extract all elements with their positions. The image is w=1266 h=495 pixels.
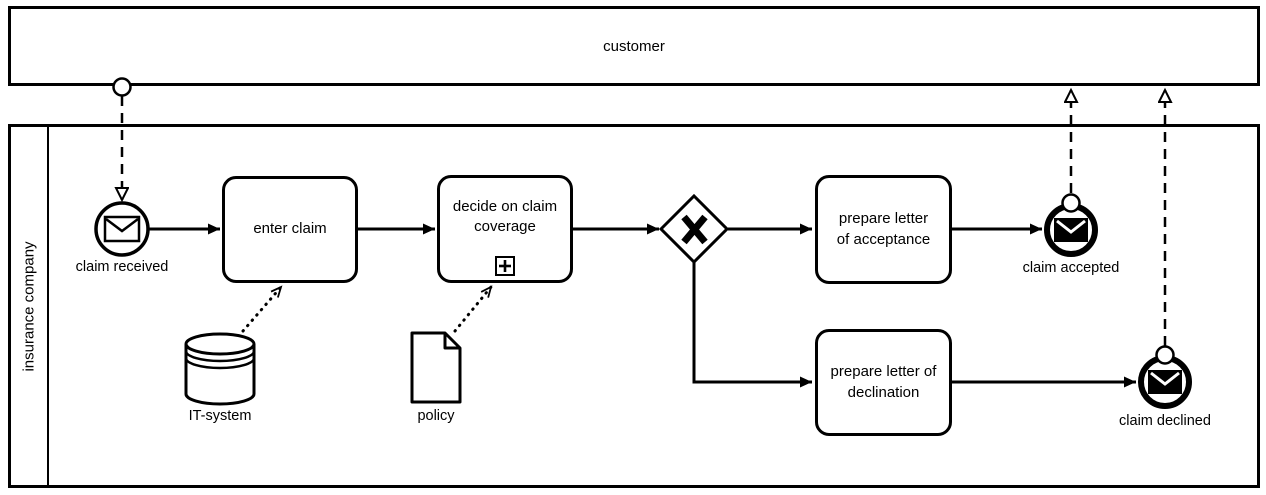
task-label: prepare letter of: [830, 363, 937, 381]
task-label: of acceptance: [836, 230, 931, 248]
task-label: coverage: [474, 218, 536, 235]
label-policy: policy: [417, 408, 455, 424]
task-prepare-letter-of-acceptance[interactable]: prepare letter of acceptance: [815, 175, 952, 284]
task-label: enter claim: [253, 220, 327, 238]
label-claim-declined: claim declined: [1119, 413, 1211, 429]
label-claim-received: claim received: [75, 259, 169, 275]
pool-customer-label: customer: [603, 37, 665, 55]
task-label: decide on claim: [452, 197, 558, 215]
task-decide-on-claim-coverage[interactable]: decide on claim coverage: [437, 175, 573, 283]
task-label: prepare letter: [838, 210, 929, 228]
task-label: declination: [847, 383, 920, 401]
label-it-system: IT-system: [188, 408, 252, 424]
task-enter-claim[interactable]: enter claim: [222, 176, 358, 283]
pool-insurance-header: insurance company: [11, 127, 49, 485]
subprocess-plus-icon[interactable]: [495, 256, 515, 276]
pool-customer[interactable]: customer: [8, 6, 1260, 86]
label-claim-accepted: claim accepted: [1022, 260, 1120, 276]
pool-insurance-company[interactable]: insurance company: [8, 124, 1260, 488]
task-prepare-letter-of-declination[interactable]: prepare letter of declination: [815, 329, 952, 436]
